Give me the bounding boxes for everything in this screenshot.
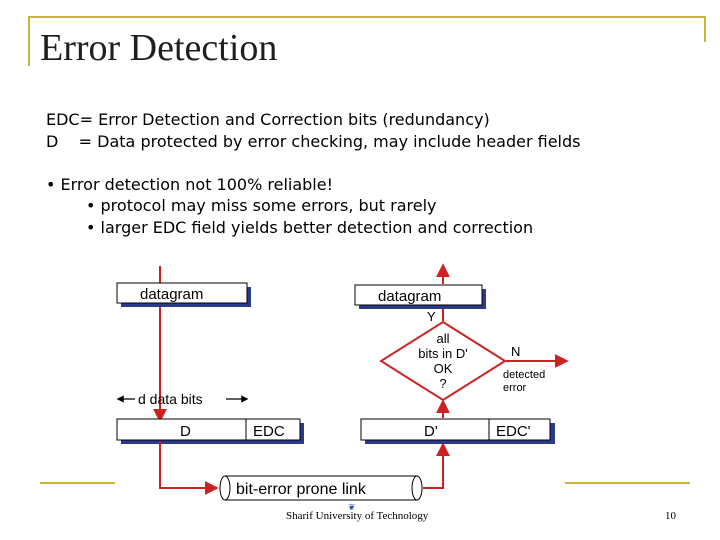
right-datagram-box (354, 284, 483, 306)
left-datagram-box (116, 282, 248, 304)
page-number: 10 (665, 510, 676, 522)
left-d-label: D (180, 423, 191, 440)
diamond-line-3: OK (434, 361, 453, 376)
error-label: error (503, 382, 527, 394)
diamond-line-2: bits in D' (418, 346, 467, 361)
right-edc-box (488, 418, 551, 441)
no-label: N (511, 344, 520, 359)
frame-left-line (28, 16, 30, 66)
d-data-bits-label: d data bits (138, 391, 203, 407)
edc-definition: EDC= Error Detection and Correction bits… (46, 110, 490, 129)
bullet-sub-2: • larger EDC field yields better detecti… (86, 218, 534, 237)
d-definition: D = Data protected by error checking, ma… (46, 132, 581, 151)
left-edc-box (245, 418, 301, 441)
bullet-sub-1: • protocol may miss some errors, but rar… (86, 196, 437, 215)
yes-label: Y (427, 309, 436, 324)
slide-title: Error Detection (40, 27, 278, 69)
bullet-main: • Error detection not 100% reliable! (46, 175, 333, 194)
frame-top-line (28, 16, 706, 18)
diamond-line-1: all (436, 331, 449, 346)
link-left-cap (219, 475, 231, 501)
right-d-label: D' (424, 423, 438, 440)
right-edc-label: EDC' (496, 423, 531, 440)
university-logo: ❦ (348, 503, 356, 513)
frame-right-tick (704, 16, 706, 42)
footer-text: Sharif University of Technology (286, 510, 429, 522)
left-datagram-label: datagram (140, 286, 203, 303)
right-datagram-label: datagram (378, 288, 441, 305)
link-label: bit-error prone link (236, 481, 367, 498)
check-diamond (379, 320, 507, 402)
left-edc-label: EDC (253, 423, 285, 440)
diamond-line-4: ? (439, 376, 446, 391)
sender-to-link-arrow (159, 441, 219, 495)
link-to-receiver-arrow (423, 442, 450, 489)
link-right-cap (411, 475, 423, 501)
detected-label: detected (503, 369, 545, 381)
